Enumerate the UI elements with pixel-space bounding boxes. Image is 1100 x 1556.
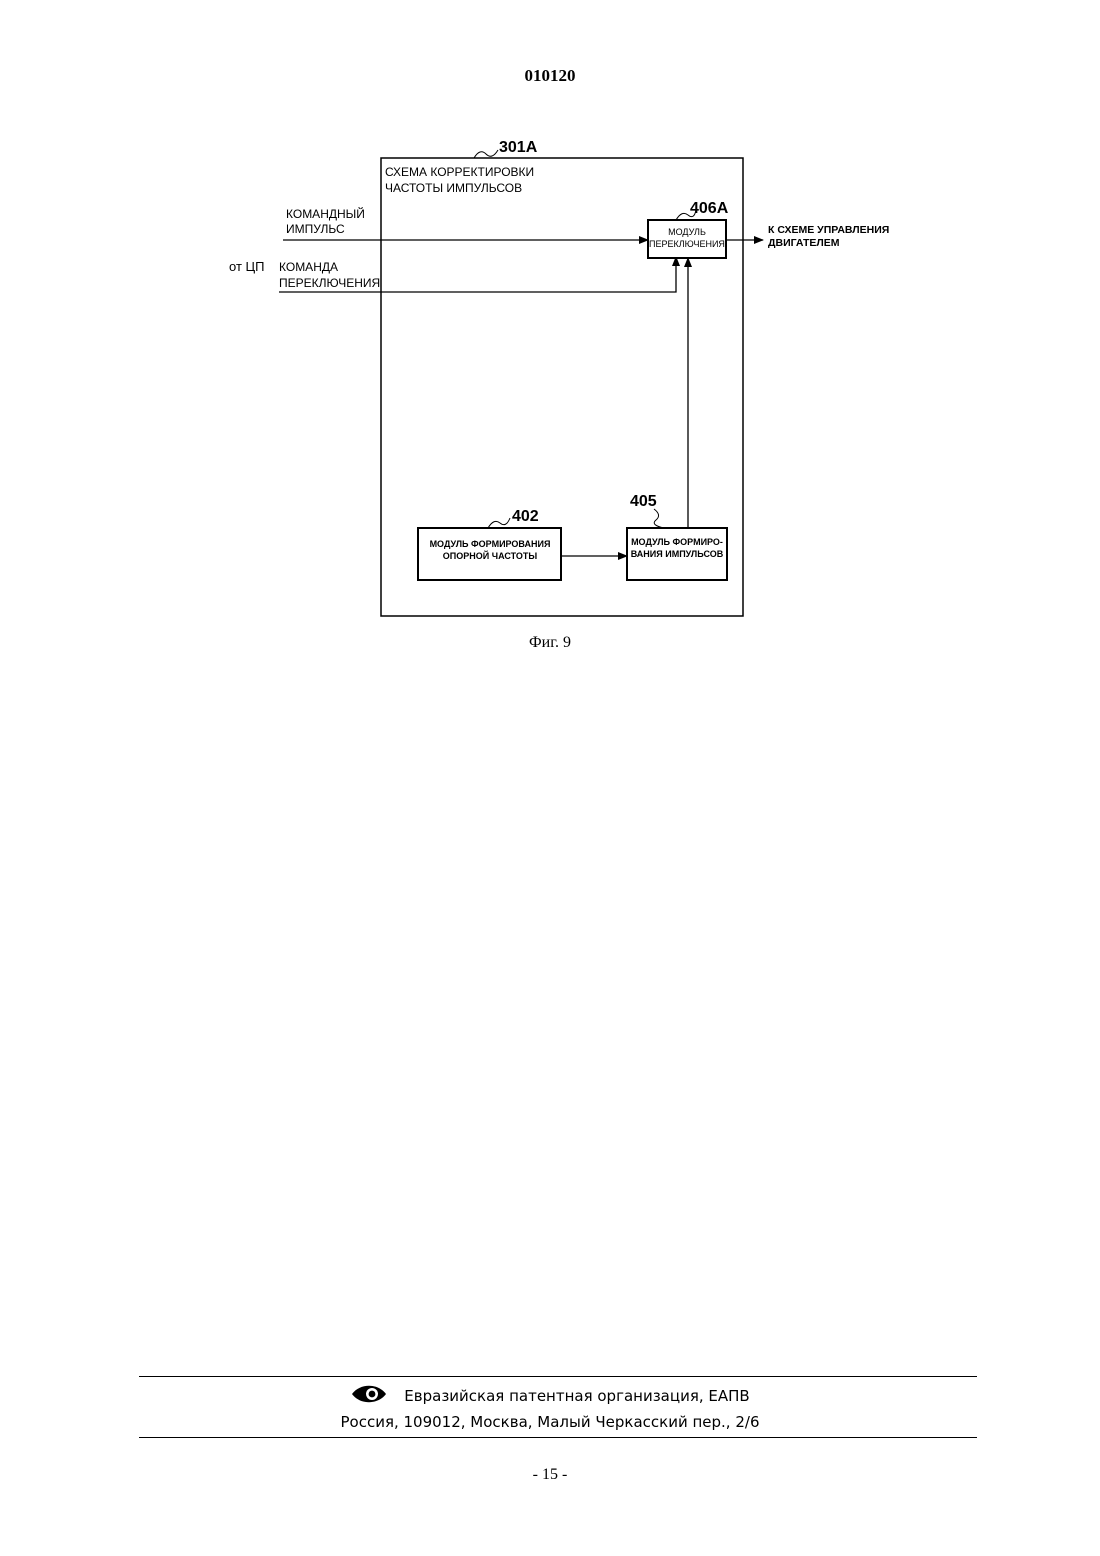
footer-organization-row: Евразийская патентная организация, ЕАПВ [0,1383,1100,1405]
command-pulse-label-2: ИМПУЛЬС [286,222,345,236]
ref-301a: 301A [499,139,538,156]
block-diagram: 301A СХЕМА КОРРЕКТИРОВКИ ЧАСТОТЫ ИМПУЛЬС… [0,0,1100,660]
ref-freq-module-label-1: МОДУЛЬ ФОРМИРОВАНИЯ [430,539,551,549]
switch-module-label-2: ПЕРЕКЛЮЧЕНИЯ [649,239,725,249]
footer-rule-bottom [139,1437,977,1438]
footer-rule-top [139,1376,977,1377]
switch-command-label-2: ПЕРЕКЛЮЧЕНИЯ [279,276,380,290]
footer-organization: Евразийская патентная организация, ЕАПВ [404,1387,749,1405]
switch-module-label-1: МОДУЛЬ [668,227,706,237]
page-number: - 15 - [0,1466,1100,1484]
ref-402: 402 [512,508,539,525]
ref-405: 405 [630,493,657,510]
footer-address: Россия, 109012, Москва, Малый Черкасский… [0,1413,1100,1431]
outer-block-title-2: ЧАСТОТЫ ИМПУЛЬСОВ [385,181,522,195]
cpu-source-label: от ЦП [229,259,264,274]
switch-command-label-1: КОМАНДА [279,260,338,274]
output-label-2: ДВИГАТЕЛЕМ [768,237,840,249]
pulse-module-label-1: МОДУЛЬ ФОРМИРО- [631,537,723,547]
ref-leader-402 [488,518,510,528]
eapo-logo-icon [350,1383,388,1405]
output-label-1: К СХЕМЕ УПРАВЛЕНИЯ [768,224,889,236]
figure-caption: Фиг. 9 [0,634,1100,652]
ref-406a: 406A [690,200,729,217]
command-pulse-label-1: КОМАНДНЫЙ [286,206,365,221]
outer-block-title-1: СХЕМА КОРРЕКТИРОВКИ [385,165,534,179]
ref-freq-module-label-2: ОПОРНОЙ ЧАСТОТЫ [443,550,538,561]
ref-leader-405 [654,509,664,528]
pulse-module-label-2: ВАНИЯ ИМПУЛЬСОВ [631,549,724,559]
ref-leader-301a [474,150,498,158]
